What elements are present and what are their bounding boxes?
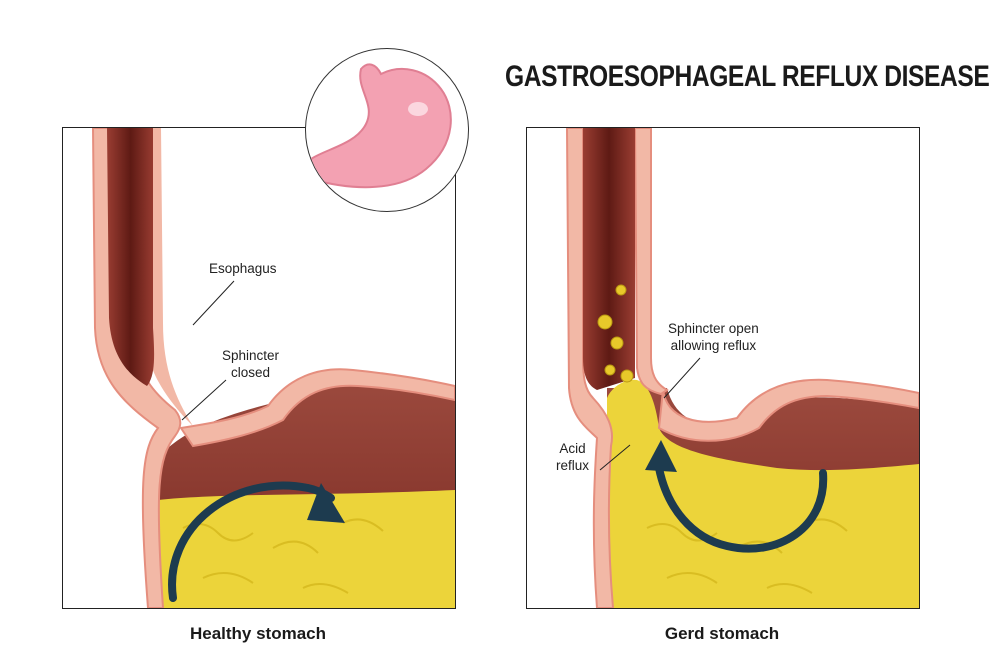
- sphincter-label-line1: Sphincter: [222, 348, 280, 363]
- esophagus-wall: [565, 128, 615, 608]
- esophagus-lumen: [107, 128, 155, 386]
- stomach-wall: [657, 378, 919, 442]
- gerd-stomach-panel: [526, 127, 920, 609]
- sphincter-open-line2: allowing reflux: [670, 338, 757, 353]
- healthy-stomach-illustration: [91, 128, 455, 608]
- acid-bubble: [610, 336, 624, 350]
- circulation-arrow-head: [307, 483, 345, 523]
- acid-bubble: [620, 369, 634, 383]
- stomach-acid: [158, 490, 455, 608]
- gerd-stomach-illustration: [565, 128, 919, 608]
- stomach-inset: [305, 48, 469, 212]
- stomach-acid: [607, 379, 919, 608]
- acid-bubble: [615, 284, 627, 296]
- reflux-arrow: [655, 464, 828, 553]
- acid-label-line2: reflux: [556, 458, 590, 473]
- healthy-stomach-caption: Healthy stomach: [189, 624, 327, 643]
- sphincter-open-line1: Sphincter open: [668, 321, 759, 336]
- acid-bubble: [604, 364, 616, 376]
- sphincter-open-label: Sphincter open allowing reflux: [668, 320, 759, 354]
- acid-label-line1: Acid: [559, 441, 586, 456]
- esophagus-wall-right: [633, 128, 669, 396]
- acid-bubble: [597, 314, 613, 330]
- sphincter-label-line2: closed: [231, 365, 271, 380]
- inset-stomach: [310, 63, 452, 189]
- sphincter-closed-label: Sphincter closed: [222, 347, 279, 381]
- reflux-arrow-head: [645, 440, 677, 472]
- gerd-stomach-caption: Gerd stomach: [664, 624, 780, 643]
- esophagus-lumen: [583, 128, 635, 390]
- stomach-inset-illustration: [310, 63, 452, 189]
- esophagus-label: Esophagus: [209, 261, 277, 276]
- diagram-title: GASTROESOPHAGEAL REFLUX DISEASE: [505, 60, 990, 93]
- stomach-wall: [179, 368, 455, 448]
- acid-reflux-label: Acid reflux: [556, 440, 589, 474]
